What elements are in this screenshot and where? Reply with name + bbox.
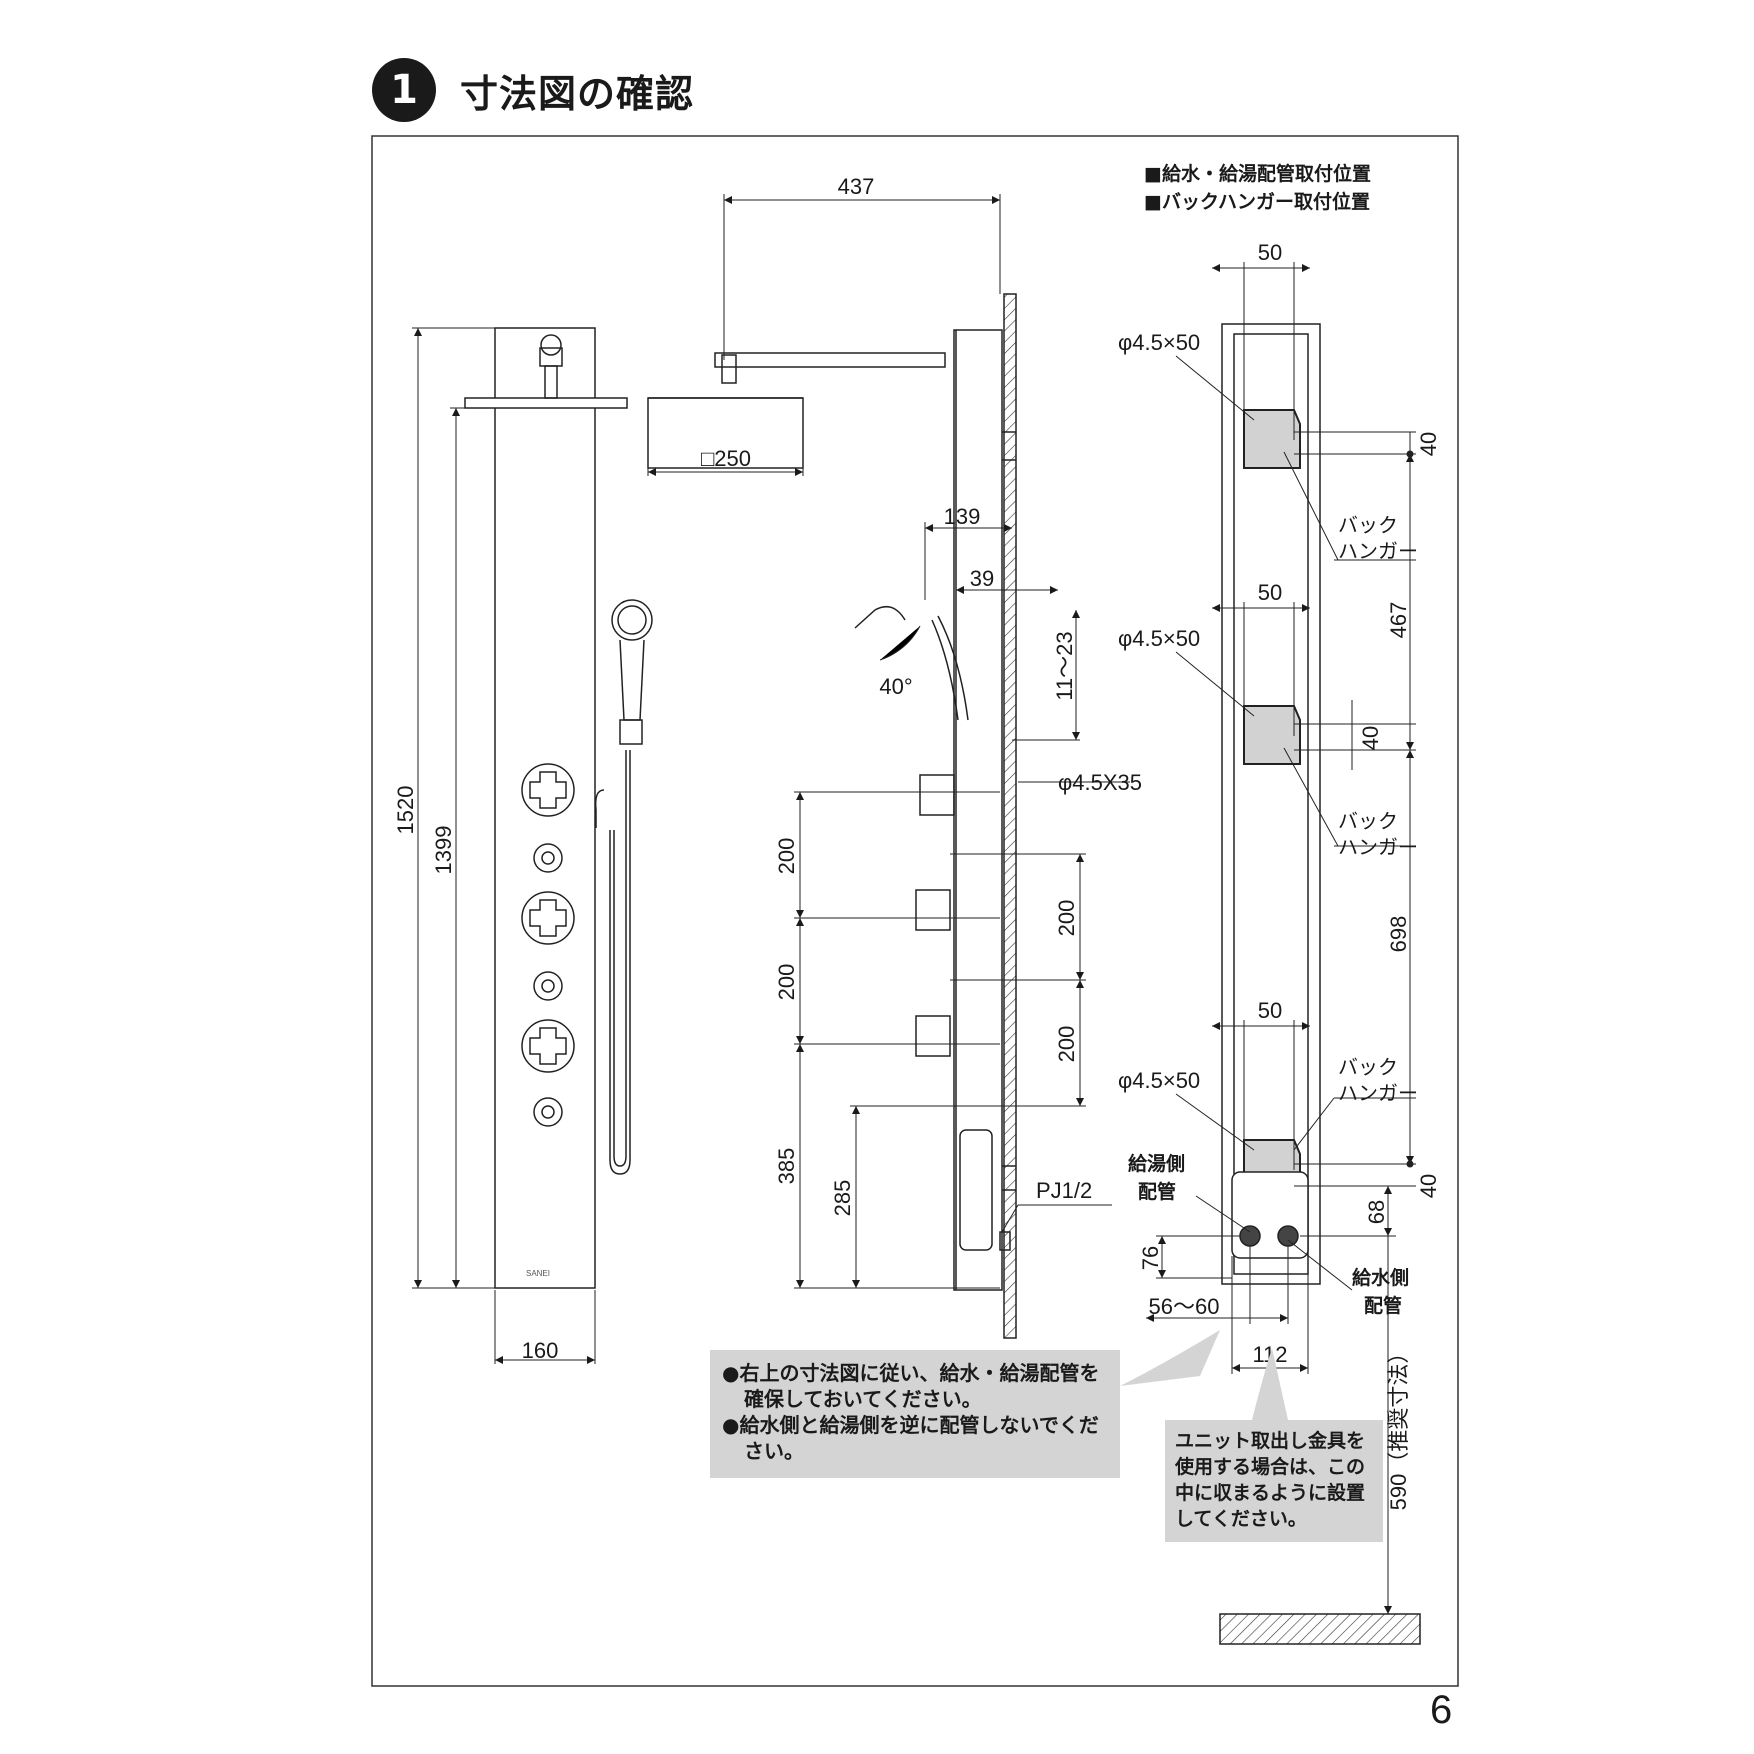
arm-length-label: 437 — [838, 174, 875, 199]
front-width-label: 160 — [522, 1338, 559, 1363]
note2-tail — [1252, 1348, 1288, 1420]
legend-item-2: ■バックハンガー取付位置 — [1144, 190, 1370, 213]
button-3 — [533, 1097, 563, 1127]
hot-side-label-2: 配管 — [1138, 1180, 1176, 1203]
hand-shower-head — [611, 599, 653, 641]
knob-1 — [521, 763, 575, 817]
cold-side-label-2: 配管 — [1364, 1294, 1402, 1317]
drawing-frame — [371, 135, 1459, 1687]
side-dimension-lines — [647, 194, 1130, 1289]
button-1 — [533, 843, 563, 873]
cold-pipe — [1277, 1225, 1299, 1247]
hanger-label-b2: ハンガー — [1338, 835, 1418, 859]
note1-line1: ●右上の寸法図に従い、給水・給湯配管を確保しておいてください。 — [722, 1361, 1100, 1411]
front-height-total: 1520 — [393, 786, 418, 835]
knob-3 — [521, 1019, 575, 1073]
brand-logo: SANEI — [526, 1269, 550, 1278]
range-label: 11～23 — [1052, 631, 1077, 700]
knob-2 — [521, 891, 575, 945]
mount-view — [1219, 323, 1421, 1645]
hanger-label-c1: バック — [1338, 1055, 1398, 1079]
section-title: 寸法図の確認 — [460, 71, 695, 116]
head-size-label: □250 — [701, 446, 751, 471]
hanger-height-b: 40 — [1358, 726, 1383, 750]
hanger-label-c2: ハンガー — [1338, 1081, 1418, 1105]
legend-item-1: ■給水・給湯配管取付位置 — [1144, 162, 1371, 185]
mount-screw-a: φ4.5×50 — [1118, 330, 1200, 355]
note-box-2: ユニット取出し金具を使用する場合は、この中に収まるように設置してください。 — [1165, 1420, 1383, 1542]
hot-pipe — [1239, 1225, 1261, 1247]
bottom-285-label: 285 — [830, 1180, 855, 1217]
dim-76-label: 76 — [1138, 1246, 1163, 1270]
cold-side-label-1: 給水側 — [1352, 1266, 1409, 1289]
step-number-badge: 1 — [372, 58, 436, 122]
pipe-label: PJ1/2 — [1036, 1178, 1092, 1203]
back-hanger-middle — [1243, 705, 1301, 765]
mount-width-a: 50 — [1258, 240, 1282, 265]
pipe-bracket — [1231, 1171, 1309, 1259]
floor-hatch — [1219, 1613, 1421, 1645]
note1-line2: ●給水側と給湯側を逆に配管しないでください。 — [722, 1413, 1099, 1463]
front-view — [464, 327, 653, 1289]
gap-698-label: 698 — [1386, 916, 1411, 953]
side-view — [647, 293, 1017, 1339]
mount-width-c: 50 — [1258, 998, 1282, 1023]
note-box-1: ●右上の寸法図に従い、給水・給湯配管を確保しておいてください。 ●給水側と給湯側… — [710, 1350, 1120, 1478]
hanger-label-a2: ハンガー — [1338, 539, 1418, 563]
spacing-left-2: 200 — [774, 964, 799, 1001]
screw-side-label: φ4.5X35 — [1058, 770, 1142, 795]
hanger-label-a1: バック — [1338, 513, 1398, 537]
button-2 — [533, 971, 563, 1001]
bottom-385-label: 385 — [774, 1148, 799, 1185]
hanger-height-a: 40 — [1416, 432, 1441, 456]
dim-56-60-label: 56～60 — [1149, 1294, 1220, 1319]
section-header: 1 寸法図の確認 — [372, 58, 694, 122]
hanger-height-c: 40 — [1416, 1174, 1441, 1198]
spacing-right-1: 200 — [1054, 900, 1079, 937]
front-height-head: 1399 — [431, 826, 456, 875]
note1-tail — [1120, 1330, 1220, 1386]
dim-68-label: 68 — [1364, 1200, 1389, 1224]
offset-39-label: 39 — [970, 566, 994, 591]
angle-label: 40° — [879, 674, 912, 699]
hot-side-label-1: 給湯側 — [1128, 1152, 1185, 1175]
page-number: 6 — [1430, 1688, 1453, 1732]
overhead-shower-side — [647, 397, 804, 469]
mount-screw-b: φ4.5×50 — [1118, 626, 1200, 651]
front-dimension-lines — [412, 327, 596, 1364]
hanger-label-b1: バック — [1338, 809, 1398, 833]
mount-width-b: 50 — [1258, 580, 1282, 605]
mount-dimension-lines — [1146, 262, 1416, 1614]
mount-screw-c: φ4.5×50 — [1118, 1068, 1200, 1093]
spacing-left-1: 200 — [774, 838, 799, 875]
dim-590-label: 590（推奨寸法） — [1386, 1342, 1411, 1511]
back-hanger-top — [1243, 409, 1301, 469]
spacing-right-2: 200 — [1054, 1026, 1079, 1063]
gap-467-label: 467 — [1386, 602, 1411, 639]
offset-139-label: 139 — [944, 504, 981, 529]
